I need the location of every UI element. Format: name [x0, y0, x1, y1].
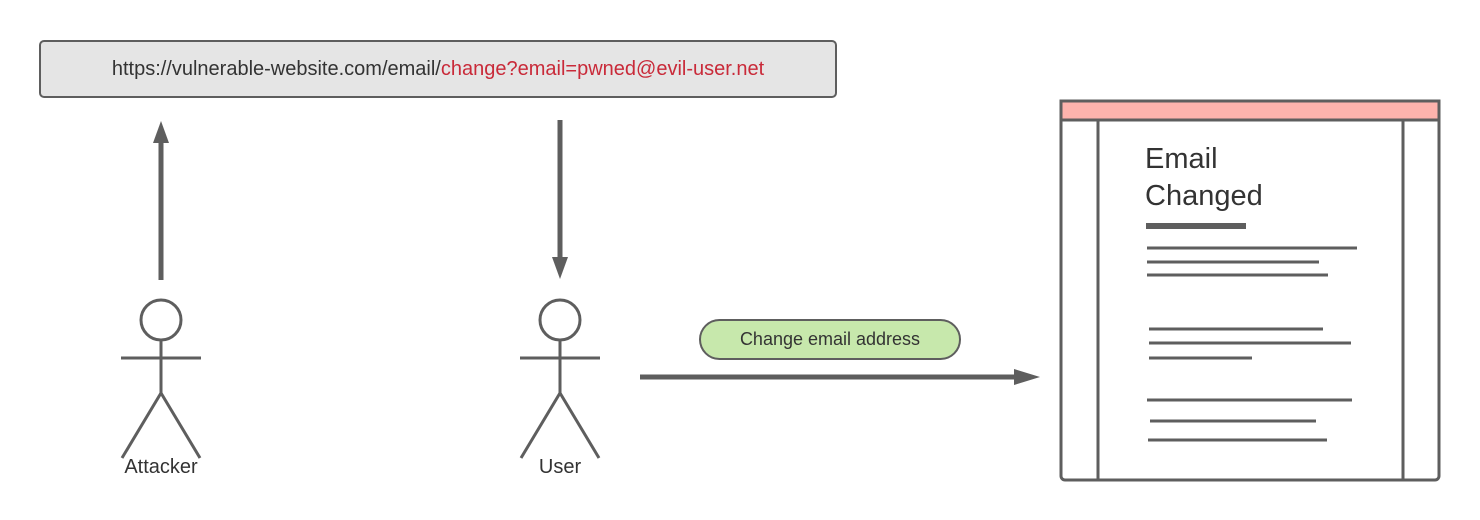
text-lines-block-1 [1147, 246, 1357, 277]
attacker-figure [120, 298, 202, 459]
result-page [1059, 99, 1441, 482]
page-header-bar [1059, 99, 1441, 122]
text-lines-block-2 [1149, 327, 1351, 360]
url-payload: change?email=pwned@evil-user.net [440, 57, 765, 80]
url-base: https://vulnerable-website.com/email/ [111, 57, 441, 80]
page-title-line-2: Changed [1145, 180, 1263, 212]
page-title: Email Changed [1145, 141, 1263, 215]
page-title-line-1: Email [1145, 143, 1218, 175]
attacker-to-url-arrow [153, 121, 169, 280]
url-to-user-arrow [552, 120, 568, 279]
user-to-page-arrow [640, 369, 1040, 385]
user-label: User [538, 456, 582, 478]
text-lines-block-3 [1147, 398, 1352, 442]
attacker-label: Attacker [124, 456, 198, 478]
malicious-url-bar: https://vulnerable-website.com/email/cha… [39, 40, 837, 98]
user-figure [519, 298, 601, 459]
change-email-action-label: Change email address [699, 319, 961, 360]
